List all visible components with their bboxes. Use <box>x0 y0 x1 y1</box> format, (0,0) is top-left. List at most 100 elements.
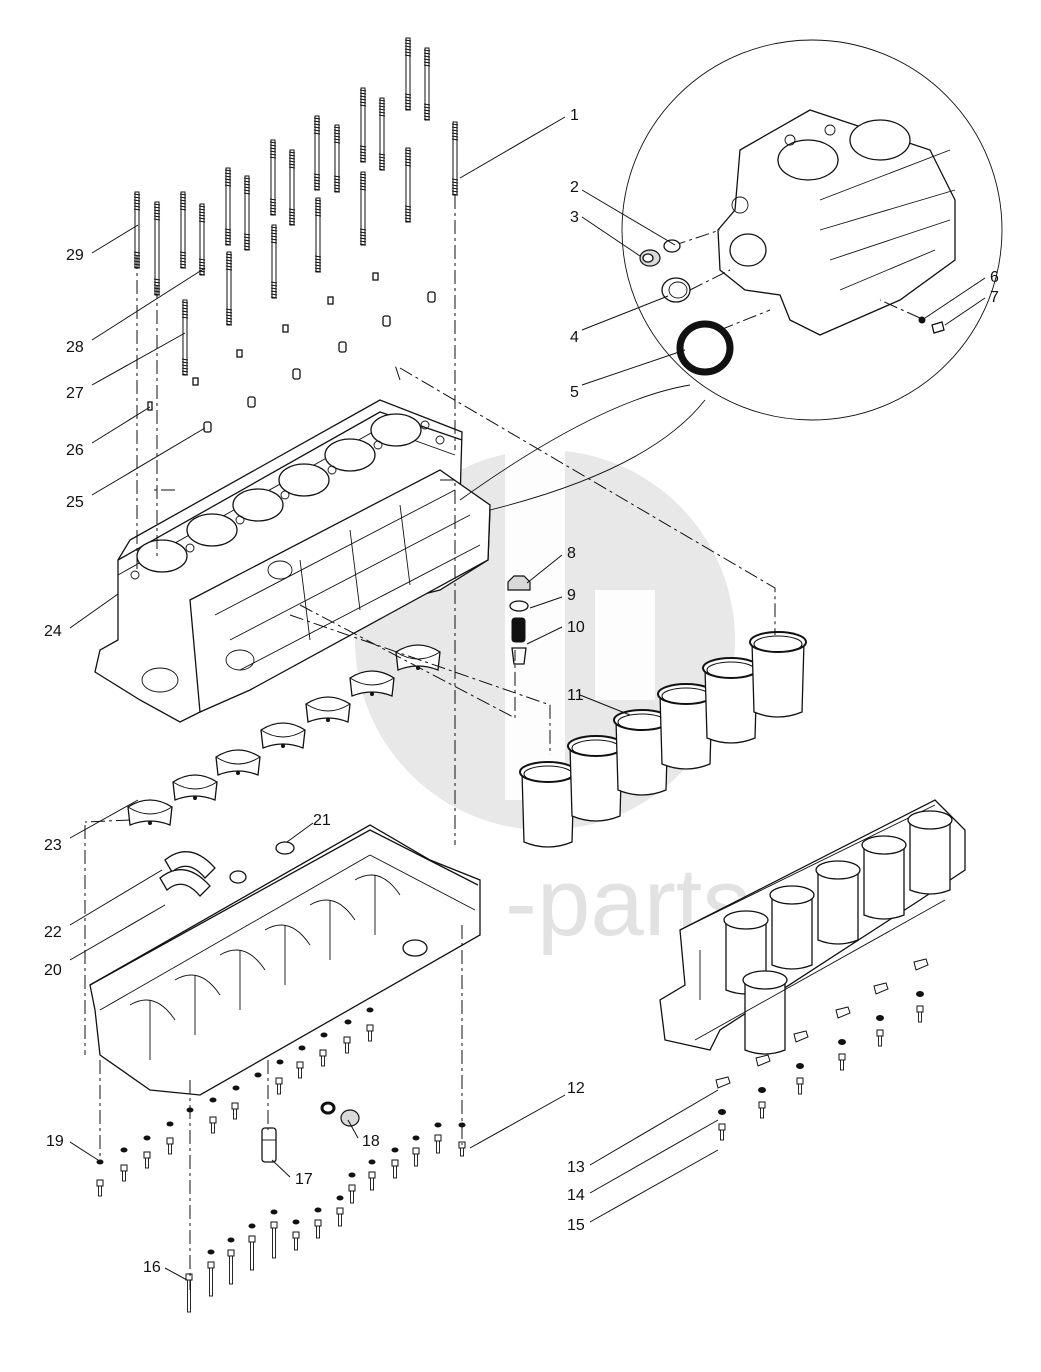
bedplate-washer-12 <box>344 1019 352 1025</box>
liner-clamp-washer-2 <box>758 1087 766 1093</box>
cylinder-liner-3 <box>613 709 671 796</box>
liner-clamp-washer-6 <box>916 991 924 997</box>
liner-clamp-6 <box>913 958 929 971</box>
head-bolts-group <box>133 37 459 376</box>
long-bolt-washer-8 <box>434 1122 442 1128</box>
main-bearing-7 <box>395 644 441 671</box>
block-with-liners <box>659 799 966 1055</box>
callout-18: 18 <box>362 1133 380 1150</box>
liner-clamp-bolt-5 <box>876 1029 884 1047</box>
callout-26: 26 <box>66 442 84 459</box>
cylinder-liner-1 <box>519 761 577 848</box>
long-bolt-9 <box>348 1184 356 1204</box>
head-bolt-19 <box>404 147 412 223</box>
bedplate-bolt-3 <box>143 1151 151 1169</box>
bedplate-washer-1 <box>96 1159 104 1165</box>
liner-clamp-washer-5 <box>876 1015 884 1021</box>
main-bearing-2 <box>172 774 218 801</box>
long-bolt-washer-4 <box>348 1172 356 1178</box>
liner-clamp-washer-4 <box>838 1039 846 1045</box>
bedplate-bolt-8 <box>296 1061 304 1079</box>
bedplate-washer-9 <box>276 1059 284 1065</box>
liner-clamp-5 <box>873 982 889 995</box>
bedplate-bolt-2 <box>120 1164 128 1182</box>
cylinder-liner-4 <box>657 683 715 770</box>
oil-pressure-valve <box>507 575 531 665</box>
long-bolt-11 <box>391 1159 399 1179</box>
long-bolt-washer-11 <box>248 1223 256 1229</box>
main-bearing-4 <box>260 722 306 749</box>
long-bolt-8 <box>336 1207 344 1227</box>
liner-clamp-bolt-2 <box>758 1101 766 1119</box>
callout-11: 11 <box>567 687 584 704</box>
callout-3: 3 <box>570 209 579 226</box>
head-bolt-2 <box>153 201 161 296</box>
dowel-pins-group <box>147 272 436 433</box>
main-bearing-3 <box>215 749 261 776</box>
callout-9: 9 <box>567 587 576 604</box>
liner-clamp-bolt-4 <box>838 1053 846 1071</box>
long-bolt-10 <box>368 1171 376 1191</box>
bedplate-washer-3 <box>143 1135 151 1141</box>
head-bolt-7 <box>225 251 233 326</box>
callout-14: 14 <box>567 1187 585 1204</box>
callout-13: 13 <box>567 1159 585 1176</box>
callout-24: 24 <box>44 623 62 640</box>
head-bolt-6 <box>243 175 251 251</box>
head-bolt-3 <box>179 191 187 269</box>
cylinder-liner-2 <box>567 735 625 822</box>
head-bolt-10 <box>270 224 278 299</box>
callout-29: 29 <box>66 247 84 264</box>
bedplate-bolt-5 <box>209 1116 217 1134</box>
bedplate-bolt-9 <box>319 1049 327 1067</box>
long-bolt-3 <box>227 1249 235 1285</box>
detail-inset <box>459 39 1003 511</box>
long-bolt-2 <box>207 1261 215 1297</box>
head-bolt-15 <box>378 97 386 171</box>
liner-clamp-bolt-6 <box>916 1005 924 1023</box>
callout-12: 12 <box>567 1080 585 1097</box>
long-bolt-4 <box>248 1235 256 1271</box>
installed-liner-4 <box>863 845 905 920</box>
installed-liner-3 <box>817 870 859 945</box>
cylinder-liners-group <box>519 631 807 848</box>
bedplate-washer-11 <box>320 1032 328 1038</box>
bedplate-washer-10 <box>298 1045 306 1051</box>
thrust-washers <box>159 841 295 897</box>
bedplate-bolt-6 <box>231 1102 239 1120</box>
long-bolt-washer-7 <box>412 1135 420 1141</box>
bedplate-bolts-group <box>96 1007 466 1313</box>
head-bolt-14 <box>359 87 367 163</box>
installed-liner-5 <box>909 820 951 895</box>
long-bolt-5 <box>270 1221 278 1259</box>
bedplate-washer-6 <box>209 1097 217 1103</box>
bedplate-bolt-11 <box>366 1024 374 1042</box>
liner-clamp-3 <box>793 1030 809 1043</box>
head-bolt-17 <box>404 37 412 111</box>
head-bolt-8 <box>269 139 277 216</box>
callout-17: 17 <box>295 1171 313 1188</box>
cylinder-liner-5 <box>702 657 760 744</box>
head-bolt-18 <box>423 47 431 121</box>
callout-5: 5 <box>570 384 579 401</box>
long-bolt-7 <box>314 1219 322 1239</box>
sensor-sleeve <box>261 1101 360 1163</box>
head-bolt-11 <box>313 115 321 191</box>
callout-20: 20 <box>44 962 62 979</box>
main-bearing-6 <box>349 670 395 697</box>
leader-lines <box>69 116 986 1281</box>
callout-8: 8 <box>567 545 576 562</box>
liner-clamp-4 <box>835 1006 851 1019</box>
liner-clamp-bolt-3 <box>796 1077 804 1095</box>
long-bolt-washer-1 <box>292 1219 300 1225</box>
head-bolt-12 <box>333 124 341 193</box>
liner-clamp-washer-1 <box>718 1109 726 1115</box>
main-bearing-5 <box>305 696 351 723</box>
callout-7: 7 <box>990 289 999 306</box>
callout-labels: 1 2 3 4 5 6 7 8 9 10 11 12 13 14 15 16 1… <box>44 107 999 1276</box>
callout-1: 1 <box>570 107 579 124</box>
callout-19: 19 <box>46 1133 64 1150</box>
bedplate-washer-2 <box>120 1147 128 1153</box>
long-bolt-washer-6 <box>391 1147 399 1153</box>
